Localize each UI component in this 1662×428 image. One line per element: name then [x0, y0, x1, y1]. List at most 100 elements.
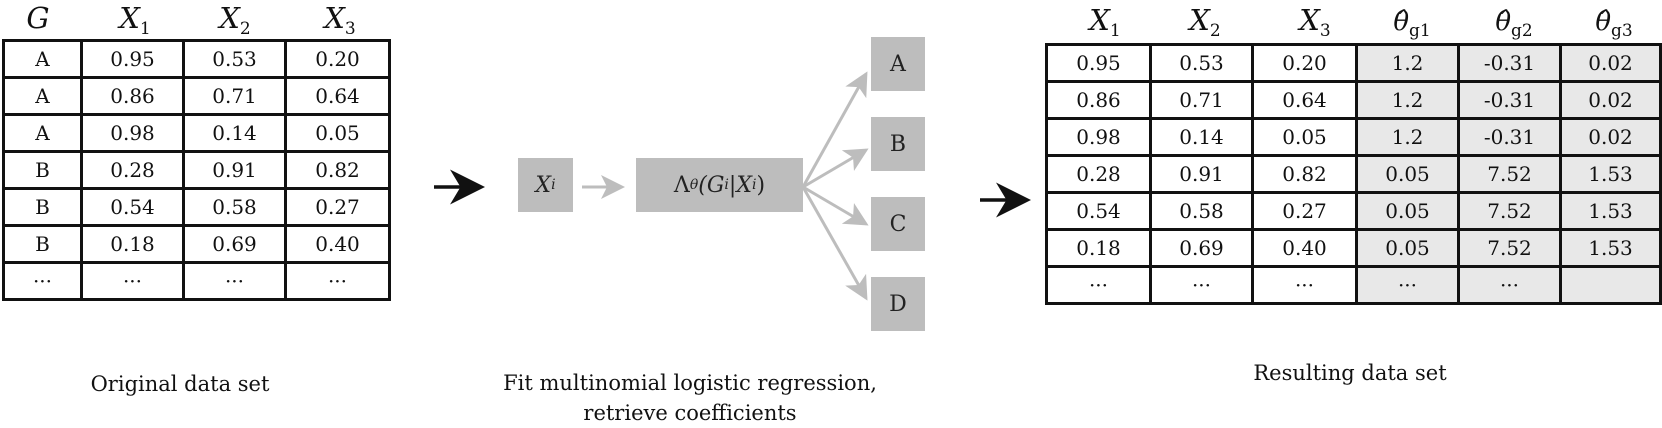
- table-cell: ···: [2, 261, 83, 301]
- resulting-data-caption: Resulting data set: [1253, 361, 1447, 385]
- table-row: ············: [2, 261, 391, 301]
- table-cell: -0.31: [1457, 43, 1562, 83]
- table-cell: 1.53: [1559, 191, 1662, 231]
- table-cell: [1559, 265, 1662, 305]
- table-cell: ···: [1251, 265, 1358, 305]
- table-cell: -0.31: [1457, 117, 1562, 157]
- table-cell: 0.14: [182, 113, 287, 153]
- table-cell: 0.18: [1045, 228, 1152, 268]
- table-cell: ···: [182, 261, 287, 301]
- table-cell: 0.95: [1045, 43, 1152, 83]
- table-cell: 0.64: [1251, 80, 1358, 120]
- table-cell: 0.69: [1149, 228, 1254, 268]
- table-cell: 0.40: [1251, 228, 1358, 268]
- table-cell: 0.27: [1251, 191, 1358, 231]
- table-cell: 0.58: [182, 187, 287, 227]
- arrow-model-to-d: [801, 186, 868, 301]
- table-cell: 0.91: [182, 150, 287, 190]
- table-cell: 0.28: [1045, 154, 1152, 194]
- model-caption-line1: Fit multinomial logistic regression,: [503, 371, 877, 395]
- table-cell: ···: [1045, 265, 1152, 305]
- table-cell: 0.20: [284, 39, 391, 79]
- table-cell: 0.82: [284, 150, 391, 190]
- model-caption: Fit multinomial logistic regression, ret…: [470, 368, 910, 428]
- table-cell: A: [2, 39, 83, 79]
- table-cell: 7.52: [1457, 191, 1562, 231]
- table-cell: 1.53: [1559, 154, 1662, 194]
- table-cell: 0.71: [1149, 80, 1254, 120]
- table-cell: ···: [80, 261, 185, 301]
- table-cell: 0.54: [1045, 191, 1152, 231]
- table-cell: 0.91: [1149, 154, 1254, 194]
- right-header-x2: X2: [1189, 3, 1221, 41]
- table-cell: A: [2, 113, 83, 153]
- right-header-x1: X1: [1089, 3, 1121, 41]
- table-cell: 0.40: [284, 224, 391, 264]
- model-caption-line2: retrieve coefficients: [583, 401, 797, 425]
- left-header-g: G: [26, 1, 50, 35]
- table-cell: ···: [1355, 265, 1460, 305]
- table-cell: 0.86: [1045, 80, 1152, 120]
- table-cell: ···: [284, 261, 391, 301]
- class-d-box: D: [871, 277, 925, 331]
- table-cell: 0.95: [80, 39, 185, 79]
- right-header-x3: X3: [1299, 3, 1331, 41]
- table-cell: 0.02: [1559, 80, 1662, 120]
- table-cell: 0.05: [1251, 117, 1358, 157]
- arrow-model-to-b: [802, 148, 869, 189]
- table-cell: 0.98: [1045, 117, 1152, 157]
- table-cell: 0.14: [1149, 117, 1254, 157]
- table-cell: 0.64: [284, 76, 391, 116]
- arrow-model-to-c: [802, 185, 869, 226]
- original-data-caption: Original data set: [90, 372, 270, 396]
- table-cell: 0.27: [284, 187, 391, 227]
- table-cell: ···: [1149, 265, 1254, 305]
- table-cell: 0.54: [80, 187, 185, 227]
- table-cell: 0.53: [1149, 43, 1254, 83]
- left-header-x3: X3: [324, 1, 356, 39]
- table-cell: B: [2, 150, 83, 190]
- table-cell: 0.20: [1251, 43, 1358, 83]
- class-c-box: C: [871, 197, 925, 251]
- table-cell: 0.02: [1559, 117, 1662, 157]
- table-cell: 1.53: [1559, 228, 1662, 268]
- table-cell: 0.05: [1355, 228, 1460, 268]
- table-cell: B: [2, 224, 83, 264]
- class-a-box: A: [871, 37, 925, 91]
- left-header-x1: X1: [119, 1, 151, 39]
- table-cell: 0.18: [80, 224, 185, 264]
- table-cell: 0.58: [1149, 191, 1254, 231]
- table-cell: 0.86: [80, 76, 185, 116]
- left-header-x2: X2: [219, 1, 251, 39]
- table-cell: -0.31: [1457, 80, 1562, 120]
- table-cell: 0.05: [1355, 191, 1460, 231]
- table-cell: 0.05: [284, 113, 391, 153]
- table-cell: B: [2, 187, 83, 227]
- table-cell: 0.02: [1559, 43, 1662, 83]
- table-cell: A: [2, 76, 83, 116]
- table-cell: ···: [1457, 265, 1562, 305]
- table-cell: 0.98: [80, 113, 185, 153]
- right-header-theta-g3: θ̂g3: [1595, 7, 1633, 41]
- table-cell: 1.2: [1355, 80, 1460, 120]
- table-cell: 1.2: [1355, 117, 1460, 157]
- table-cell: 0.69: [182, 224, 287, 264]
- right-header-theta-g1: θ̂g1: [1393, 7, 1431, 41]
- right-header-theta-g2: θ̂g2: [1495, 7, 1533, 41]
